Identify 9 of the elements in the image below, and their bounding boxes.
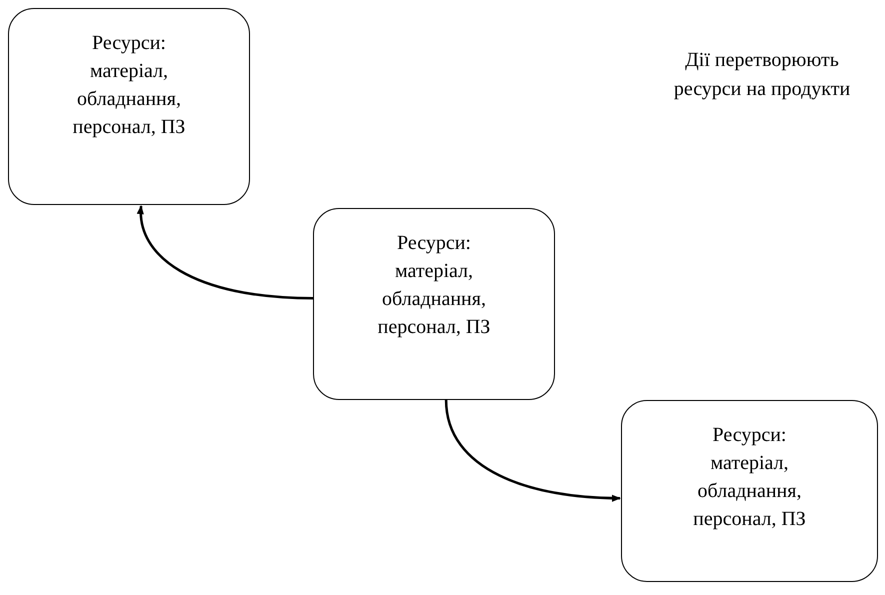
box-text: Ресурси: матеріал, обладнання, персонал, ПЗ (376, 231, 492, 340)
box-text: Ресурси: матеріал, обладнання, персонал, ПЗ (692, 423, 807, 532)
box-text: Ресурси: матеріал, обладнання, персонал, ПЗ (72, 31, 186, 140)
rounded-box (313, 208, 555, 400)
note-text: Дії перетворюють ресурси на продукти (672, 48, 852, 102)
curved-arrow (444, 400, 621, 502)
rounded-box (8, 8, 250, 205)
rounded-box (621, 400, 878, 582)
curved-arrow (138, 205, 314, 300)
